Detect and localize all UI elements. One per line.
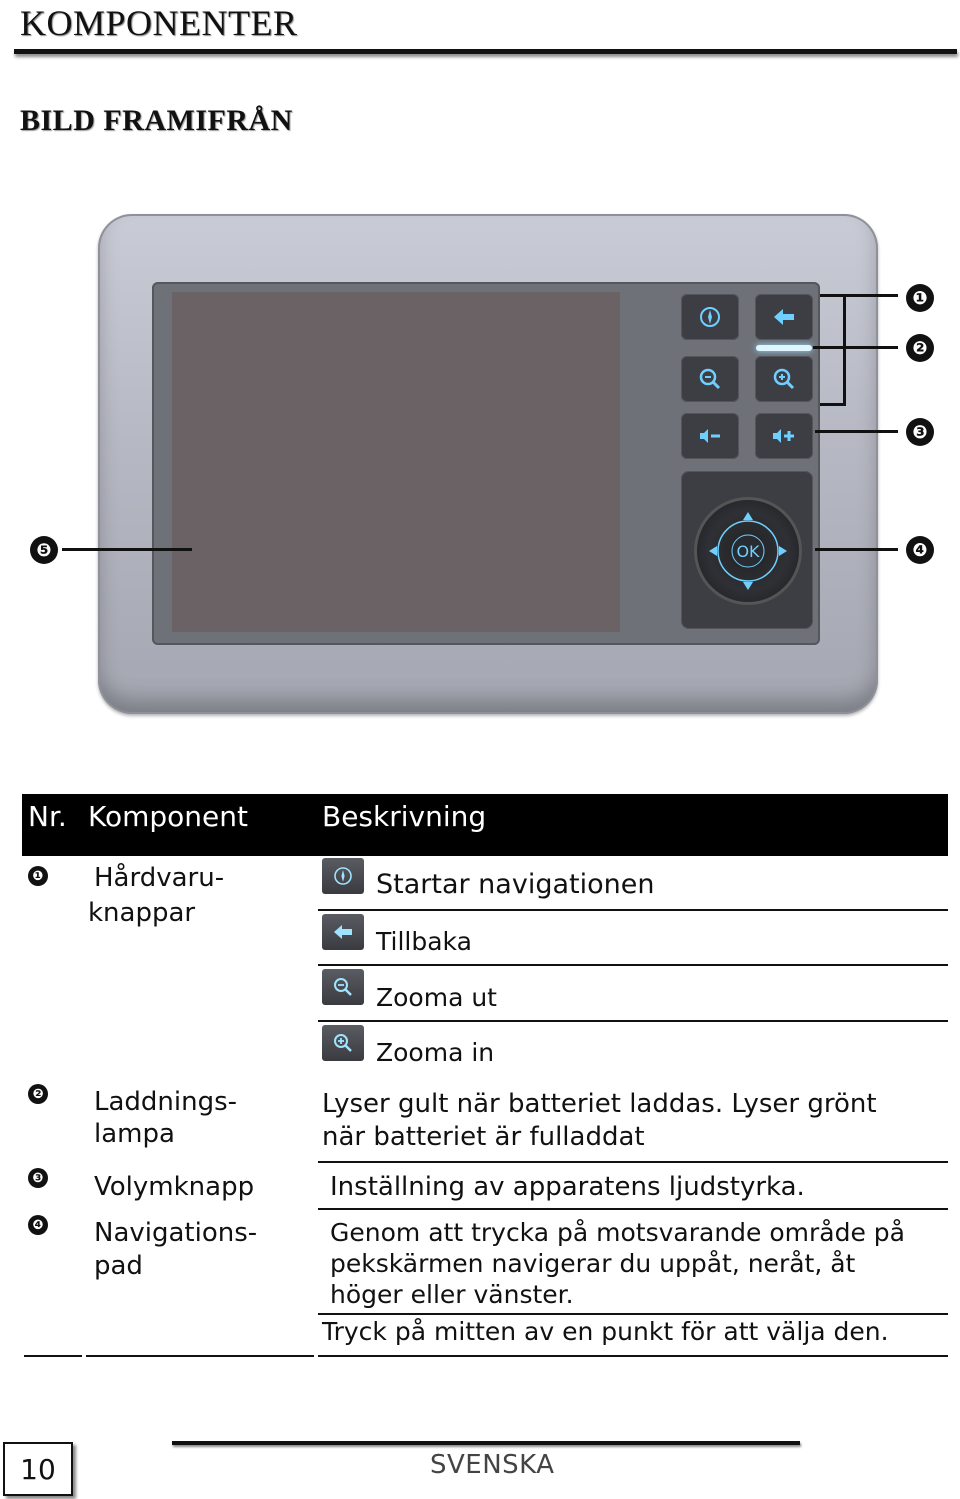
row-divider (318, 1208, 948, 1210)
charging-led (756, 345, 812, 351)
footer-language: SVENSKA (430, 1450, 555, 1480)
callout-bracket-1 (843, 294, 846, 406)
row-divider (318, 1020, 948, 1022)
footer-rule (172, 1441, 800, 1445)
component-description: Inställning av apparatens ljudstyrka. (330, 1172, 805, 1202)
callout-3: ❸ (906, 418, 934, 446)
component-description-cont: Tryck på mitten av en punkt för att välj… (322, 1317, 889, 1346)
component-name-cont: knappar (88, 898, 196, 928)
callout-line-1b (820, 403, 845, 406)
row-divider (318, 909, 948, 911)
component-description-cont: höger eller vänster. (330, 1280, 574, 1309)
button-description: Zooma in (376, 1038, 495, 1067)
row-divider (318, 1161, 948, 1163)
component-name: Laddnings- (94, 1087, 238, 1117)
table-bottom-rule (24, 1355, 82, 1357)
component-description: Lyser gult när batteriet laddas. Lyser g… (322, 1089, 877, 1119)
header-nr: Nr. (28, 800, 67, 833)
callout-5: ❺ (30, 536, 58, 564)
callout-1: ❶ (906, 284, 934, 312)
volume-up-button (755, 413, 813, 459)
button-description: Startar navigationen (376, 869, 655, 900)
component-name: Hårdvaru- (94, 863, 225, 893)
component-name: Navigations- (94, 1218, 258, 1248)
callout-4: ❹ (906, 536, 934, 564)
navpad-arrows-icon: OK (709, 512, 787, 590)
row-number: ❷ (28, 1084, 48, 1104)
component-name-cont: lampa (94, 1119, 175, 1149)
page-title: KOMPONENTER (20, 3, 298, 43)
component-description: Genom att trycka på motsvarande område p… (330, 1218, 905, 1247)
button-description: Zooma ut (376, 983, 497, 1012)
component-name: Volymknapp (94, 1172, 255, 1202)
compass-button (681, 294, 739, 340)
compass-icon (322, 858, 364, 894)
section-title: BILD FRAMIFRÅN (20, 104, 293, 137)
callout-line-5 (62, 548, 192, 551)
zoom-in-icon (322, 1025, 364, 1061)
zoom-in-icon (773, 368, 795, 390)
callout-line-2 (813, 346, 898, 349)
row-divider (318, 1313, 948, 1315)
page-number: 10 (3, 1442, 73, 1496)
row-number: ❸ (28, 1168, 48, 1188)
navigation-pad: OK (697, 500, 799, 602)
button-description: Tillbaka (376, 927, 472, 956)
title-rule (14, 49, 957, 54)
back-arrow-icon (322, 914, 364, 950)
device-screen (172, 292, 620, 632)
callout-line-4 (815, 548, 898, 551)
component-name-cont: pad (94, 1251, 143, 1281)
row-number: ❹ (28, 1215, 48, 1235)
callout-2: ❷ (906, 334, 934, 362)
zoom-in-button (755, 356, 813, 402)
compass-icon (700, 307, 720, 327)
volume-down-button (681, 413, 739, 459)
table-header: Nr. Komponent Beskrivning (22, 794, 948, 856)
header-beskrivning: Beskrivning (322, 800, 487, 833)
component-description-cont: pekskärmen navigerar du uppåt, neråt, åt (330, 1249, 856, 1278)
callout-line-3 (815, 430, 898, 433)
callout-line-1 (820, 294, 898, 297)
back-button (755, 294, 813, 340)
table-bottom-rule (86, 1355, 314, 1357)
zoom-out-icon (699, 368, 721, 390)
back-arrow-icon (774, 309, 794, 325)
row-divider (318, 964, 948, 966)
volume-up-icon (773, 429, 794, 443)
header-komponent: Komponent (88, 800, 248, 833)
navpad-ok-label: OK (736, 542, 760, 561)
volume-down-icon (700, 429, 720, 443)
component-description-cont: när batteriet är fulladdat (322, 1122, 645, 1152)
zoom-out-button (681, 356, 739, 402)
table-bottom-rule (318, 1355, 948, 1357)
row-number: ❶ (28, 866, 48, 886)
zoom-out-icon (322, 969, 364, 1005)
